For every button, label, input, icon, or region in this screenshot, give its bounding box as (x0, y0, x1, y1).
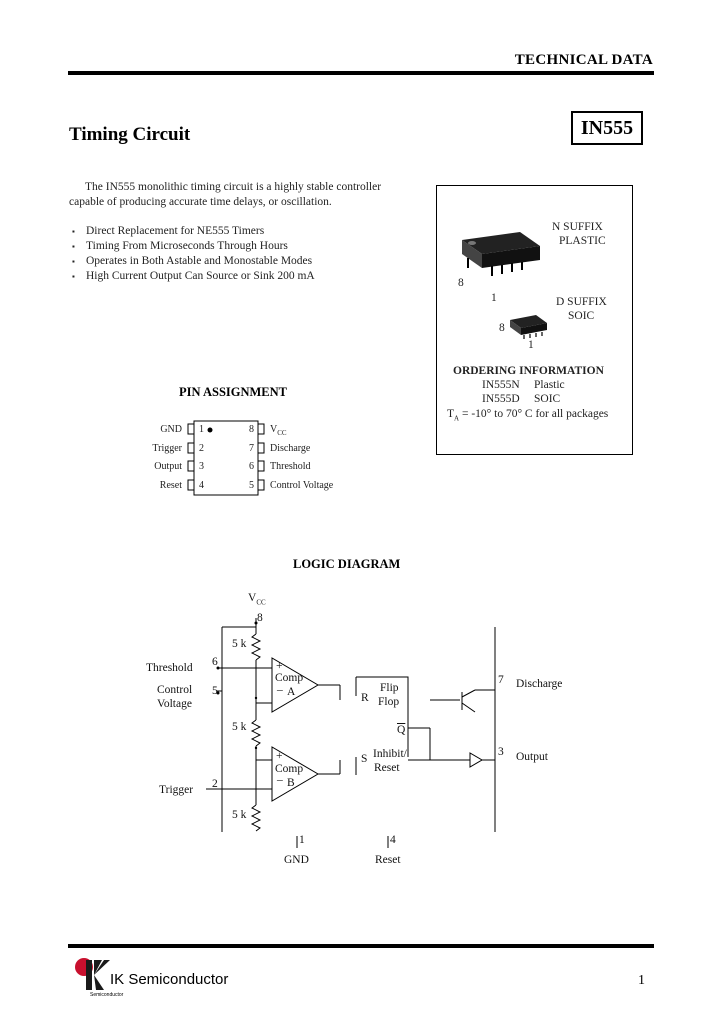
soic-pin8-label: 8 (499, 322, 505, 334)
n-type-label: PLASTIC (559, 235, 606, 247)
pin5-name: Control Voltage (270, 480, 334, 491)
threshold-pin: 6 (212, 656, 218, 668)
pin6-name: Threshold (270, 461, 311, 472)
pin8-name-main: V (270, 424, 278, 435)
vcc-pin: 8 (257, 612, 263, 624)
pin4-num: 4 (199, 480, 204, 491)
temp-text: = -10° to 70° C for all packages (461, 408, 609, 420)
trigger-label: Trigger (159, 784, 194, 796)
d-suffix-label: D SUFFIX (556, 296, 607, 308)
flipflop-qbar: Q (397, 724, 406, 736)
feature-item: High Current Output Can Source or Sink 2… (72, 269, 315, 284)
comp-a-plus: + (276, 660, 283, 672)
comp-a-minus: _ (277, 680, 283, 692)
d-type-label: SOIC (568, 310, 595, 322)
control-pin: 5 (212, 685, 218, 697)
company-name: IK Semiconductor (110, 971, 229, 988)
pin2-name: Trigger (152, 443, 182, 454)
control-label-1: Control (157, 684, 193, 696)
pin2-num: 2 (199, 443, 204, 454)
pin7-num: 7 (249, 443, 254, 454)
pin4-name: Reset (159, 480, 182, 491)
inhibit-label-1: Inhibit/ (373, 748, 407, 760)
feature-item: Timing From Microseconds Through Hours (72, 239, 315, 254)
threshold-label: Threshold (146, 662, 193, 674)
inhibit-s: S (361, 753, 368, 765)
logic-diagram-title: LOGIC DIAGRAM (293, 557, 401, 571)
order2-part: IN555D (482, 393, 520, 405)
footer-rule (68, 944, 654, 948)
resistor-1-label: 5 k (232, 638, 247, 650)
temp-sub: A (454, 414, 460, 423)
logo-text: Semiconductor (90, 992, 124, 998)
page-title: Timing Circuit (69, 124, 191, 145)
control-label-2: Voltage (157, 698, 192, 710)
temp-symbol: T (447, 408, 455, 420)
comp-b-plus: + (276, 750, 283, 762)
dip-pin8-label: 8 (458, 277, 464, 289)
vcc-main: V (248, 592, 257, 604)
order1-part: IN555N (482, 379, 520, 391)
pin7-name: Discharge (270, 443, 311, 454)
dip-package-icon (462, 232, 540, 276)
output-label: Output (516, 751, 548, 763)
page-number: 1 (638, 973, 645, 988)
reset-label: Reset (375, 854, 401, 866)
comp-a-label: Comp (275, 672, 304, 684)
comp-b-letter: B (287, 777, 295, 789)
intro-line-2: capable of producing accurate time delay… (69, 196, 332, 208)
section-label: TECHNICAL DATA (514, 52, 653, 68)
output-pin: 3 (498, 746, 504, 758)
pin-assignment-title: PIN ASSIGNMENT (179, 385, 288, 399)
feature-item: Operates in Both Astable and Monostable … (72, 254, 315, 269)
pin1-num: 1 (199, 424, 204, 435)
trigger-pin: 2 (212, 778, 218, 790)
intro-line-1: The IN555 monolithic timing circuit is a… (85, 181, 382, 193)
pin8-name: VCC (270, 424, 287, 437)
reset-pin: 4 (390, 834, 396, 846)
ordering-title: ORDERING INFORMATION (453, 365, 604, 377)
vcc-label: VCC (248, 592, 266, 606)
soic-pin1-label: 1 (528, 339, 534, 351)
pin6-num: 6 (249, 461, 254, 472)
comp-b-minus: _ (277, 770, 283, 782)
temp-range: TA = -10° to 70° C for all packages (447, 408, 608, 422)
header-rule (68, 71, 654, 75)
discharge-pin: 7 (498, 674, 504, 686)
inhibit-label-2: Reset (374, 762, 400, 774)
dip-pin1-label: 1 (491, 292, 497, 304)
discharge-label: Discharge (516, 678, 563, 690)
resistor-2-label: 5 k (232, 721, 247, 733)
order2-type: SOIC (534, 393, 561, 405)
pin3-name: Output (154, 461, 182, 472)
intro-paragraph: The IN555 monolithic timing circuit is a… (69, 180, 429, 210)
gnd-pin: 1 (299, 834, 305, 846)
pin5-num: 5 (249, 480, 254, 491)
package-info-box (436, 185, 633, 455)
flipflop-r: R (361, 692, 369, 704)
soic-package-icon (510, 315, 547, 339)
vcc-sub: CC (256, 598, 266, 607)
pin3-num: 3 (199, 461, 204, 472)
n-suffix-label: N SUFFIX (552, 221, 603, 233)
comp-a-letter: A (287, 686, 296, 698)
pin8-num: 8 (249, 424, 254, 435)
flipflop-label-2: Flop (378, 696, 400, 708)
feature-list: Direct Replacement for NE555 Timers Timi… (72, 224, 315, 285)
feature-item: Direct Replacement for NE555 Timers (72, 224, 315, 239)
comp-b-label: Comp (275, 763, 304, 775)
pin8-name-sub: CC (277, 429, 287, 437)
gnd-label: GND (284, 854, 309, 866)
flipflop-label-1: Flip (380, 682, 399, 694)
pin1-name: GND (160, 424, 182, 435)
order1-type: Plastic (534, 379, 565, 391)
resistor-3-label: 5 k (232, 809, 247, 821)
part-number: IN555 (571, 111, 643, 145)
